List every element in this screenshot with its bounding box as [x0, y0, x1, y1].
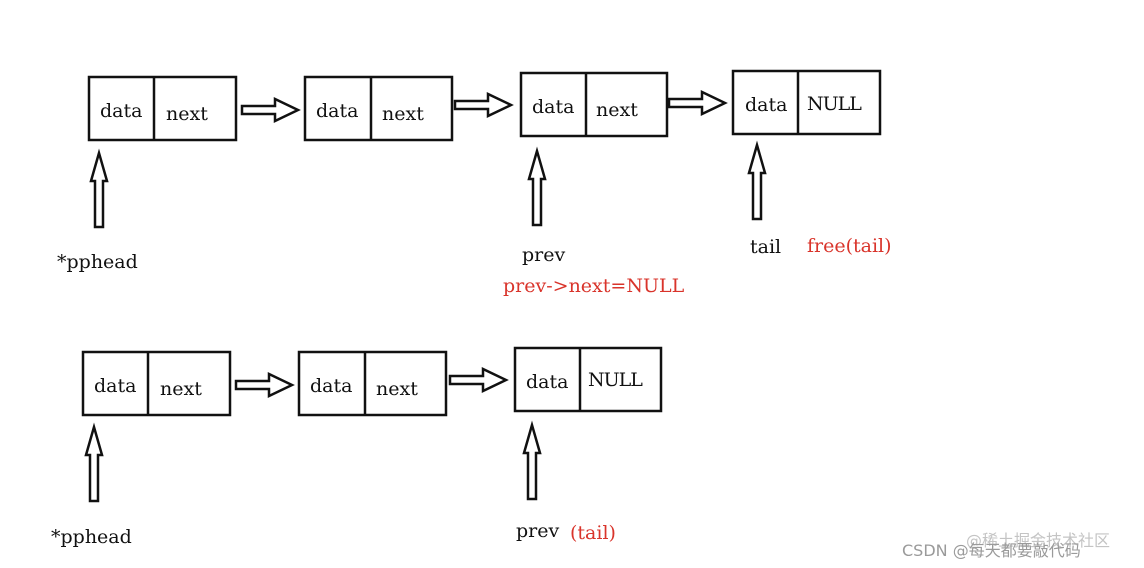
prev-pointer-arrow-icon — [522, 423, 542, 501]
right-arrow-icon — [448, 367, 508, 393]
node-box — [87, 75, 238, 142]
next-field-label: next — [596, 99, 638, 121]
right-arrow-icon — [667, 90, 727, 116]
row1-node-2: data next — [303, 75, 454, 142]
node-box — [519, 71, 669, 138]
node-box — [303, 75, 454, 142]
prev-pointer-arrow-icon — [527, 149, 547, 227]
null-field-label: NULL — [807, 93, 862, 115]
data-field-label: data — [94, 375, 136, 397]
free-tail-annotation: free(tail) — [807, 235, 892, 257]
node-box — [81, 350, 232, 417]
node-box — [731, 69, 882, 136]
row2-node-3: data NULL — [513, 346, 663, 413]
node-box — [513, 346, 663, 413]
csdn-watermark: CSDN @每天都要敲代码 — [902, 541, 1081, 560]
tail-pointer-arrow-icon — [747, 143, 767, 221]
next-field-label: next — [382, 103, 424, 125]
data-field-label: data — [532, 96, 574, 118]
next-field-label: next — [166, 103, 208, 125]
right-arrow-icon — [234, 372, 294, 398]
row2-node-1: data next — [81, 350, 232, 417]
right-arrow-icon — [240, 97, 300, 123]
null-field-label: NULL — [588, 369, 643, 391]
right-arrow-icon — [453, 92, 513, 118]
prev-pointer-label: prev — [516, 520, 559, 542]
row1-node-1: data next — [87, 75, 238, 142]
head-pointer-label: *pphead — [51, 526, 132, 548]
head-pointer-arrow-icon — [89, 151, 109, 229]
head-pointer-label: *pphead — [57, 251, 138, 273]
row2-node-2: data next — [297, 350, 448, 417]
row1-node-4: data NULL — [731, 69, 882, 136]
row1-node-3: data next — [519, 71, 669, 138]
prev-pointer-label: prev — [522, 244, 565, 266]
next-field-label: next — [376, 378, 418, 400]
prev-next-null-annotation: prev->next=NULL — [503, 275, 685, 297]
data-field-label: data — [310, 375, 352, 397]
data-field-label: data — [100, 100, 142, 122]
next-field-label: next — [160, 378, 202, 400]
data-field-label: data — [316, 100, 358, 122]
tail-pointer-label: tail — [750, 236, 781, 258]
juejin-watermark: @稀土掘金技术社区 — [966, 531, 1110, 550]
data-field-label: data — [745, 94, 787, 116]
data-field-label: data — [526, 371, 568, 393]
node-box — [297, 350, 448, 417]
head-pointer-arrow-icon — [84, 425, 104, 503]
tail-annotation: (tail) — [570, 522, 616, 544]
